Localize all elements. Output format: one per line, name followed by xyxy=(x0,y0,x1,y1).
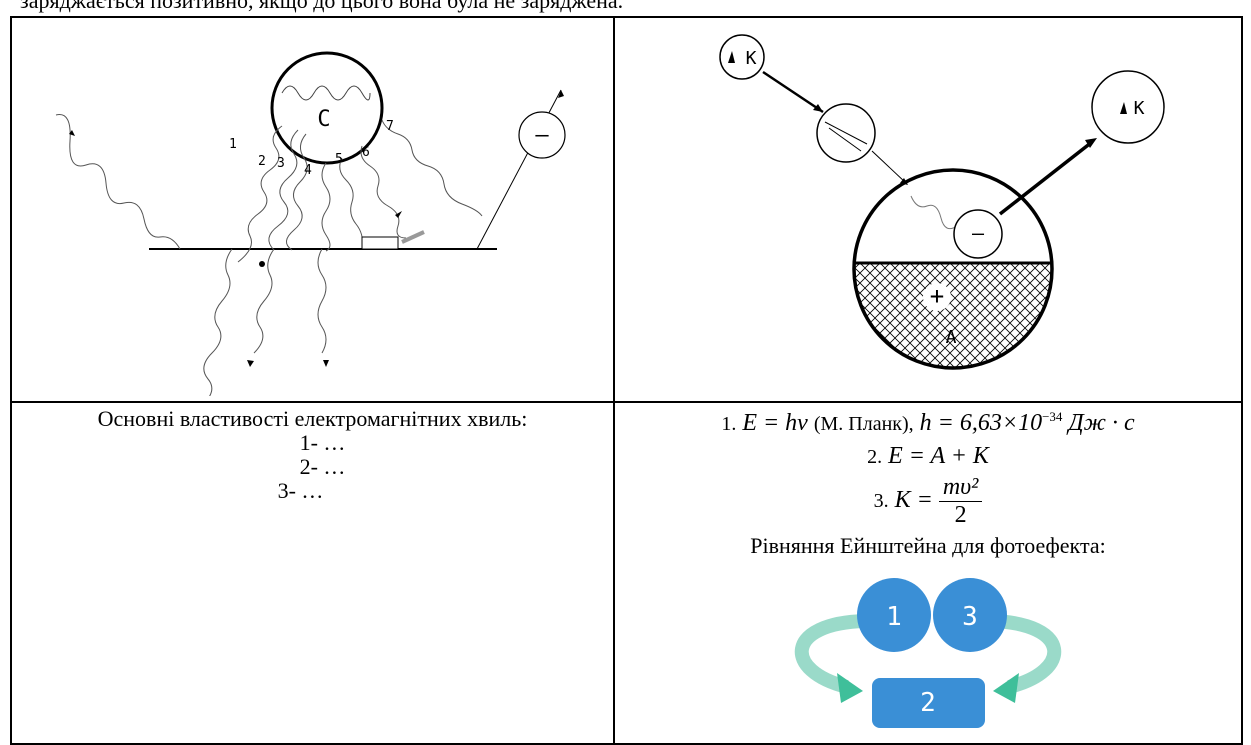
content-table: C — 1 2 3 4 5 6 7 xyxy=(10,16,1243,745)
photon-in-label: K xyxy=(746,48,757,69)
equation-1: 1. E = hν (М. Планк), h = 6,63×10−34 Дж … xyxy=(721,409,1135,436)
transmitted-ray-1 xyxy=(192,248,233,426)
source-circle xyxy=(270,51,384,165)
electron-circle xyxy=(518,111,566,159)
equation-2: 2. E = A + K xyxy=(867,443,989,469)
ray-4 xyxy=(321,162,331,252)
ray-label-2: 2 xyxy=(258,154,266,169)
ray-3 xyxy=(286,133,308,251)
property-item-3: 3- … xyxy=(277,478,324,503)
cell-atom-diagram: K K — + A xyxy=(613,16,1243,403)
properties-title: Основні властивості електромагнітних хви… xyxy=(97,406,528,431)
transmitted-ray-3 xyxy=(317,248,327,354)
node-1-label: 1 xyxy=(886,602,902,632)
ray-5 xyxy=(339,157,363,247)
ray-2 xyxy=(268,129,299,251)
photon-in-circle xyxy=(719,34,765,80)
circle-label: C xyxy=(317,107,330,132)
cell-properties: Основні властивості електромагнітних хви… xyxy=(10,401,615,745)
ray-label-6: 6 xyxy=(362,145,370,160)
atom-circle xyxy=(852,168,1054,370)
plate-box xyxy=(361,236,399,250)
ray-label-1: 1 xyxy=(229,137,237,152)
electron-circle xyxy=(953,209,1003,259)
top-text: заряджається позитивно, якщо до цього во… xyxy=(20,0,624,13)
arrow-right xyxy=(993,673,1019,703)
ray-label-5: 5 xyxy=(335,152,343,167)
property-item-2: 2- … xyxy=(299,454,346,479)
electron-sign: — xyxy=(972,221,985,245)
node-2 xyxy=(872,678,985,728)
photon-out-label: K xyxy=(1134,98,1145,119)
arrow-left xyxy=(837,673,863,703)
ray-label-4: 4 xyxy=(304,163,312,178)
atom-diagram: K K — + A xyxy=(719,34,1165,370)
transmitted-ray-2 xyxy=(253,248,275,354)
reflected-ray xyxy=(55,114,181,250)
einstein-title: Рівняння Ейнштейна для фотоефекта: xyxy=(750,533,1106,558)
cell-equations: 1. E = hν (М. Планк), h = 6,63×10−34 Дж … xyxy=(613,401,1243,745)
ray-7 xyxy=(381,119,483,217)
arrow-head xyxy=(558,90,564,98)
dot xyxy=(259,261,265,267)
photon-out-circle xyxy=(1091,70,1165,144)
property-item-1: 1- … xyxy=(299,430,346,455)
ray-6 xyxy=(360,145,407,239)
equation-3: 3. K = mυ² 2 xyxy=(615,474,1241,529)
ray-1 xyxy=(237,125,283,263)
node-1 xyxy=(857,578,931,652)
photoemission-diagram: C — 1 2 3 4 5 6 7 xyxy=(55,51,566,426)
cycle-diagram: 1 3 2 xyxy=(795,578,1061,728)
ray-label-7: 7 xyxy=(386,119,394,134)
plus-sign: + xyxy=(930,282,944,310)
cell-photoemission-diagram: C — 1 2 3 4 5 6 7 xyxy=(10,16,615,426)
electron-sign: — xyxy=(535,123,549,148)
node-3 xyxy=(933,578,1007,652)
ray-label-3: 3 xyxy=(277,156,285,171)
atom-label: A xyxy=(946,327,957,348)
node-2-label: 2 xyxy=(920,688,936,718)
node-3-label: 3 xyxy=(962,602,978,632)
